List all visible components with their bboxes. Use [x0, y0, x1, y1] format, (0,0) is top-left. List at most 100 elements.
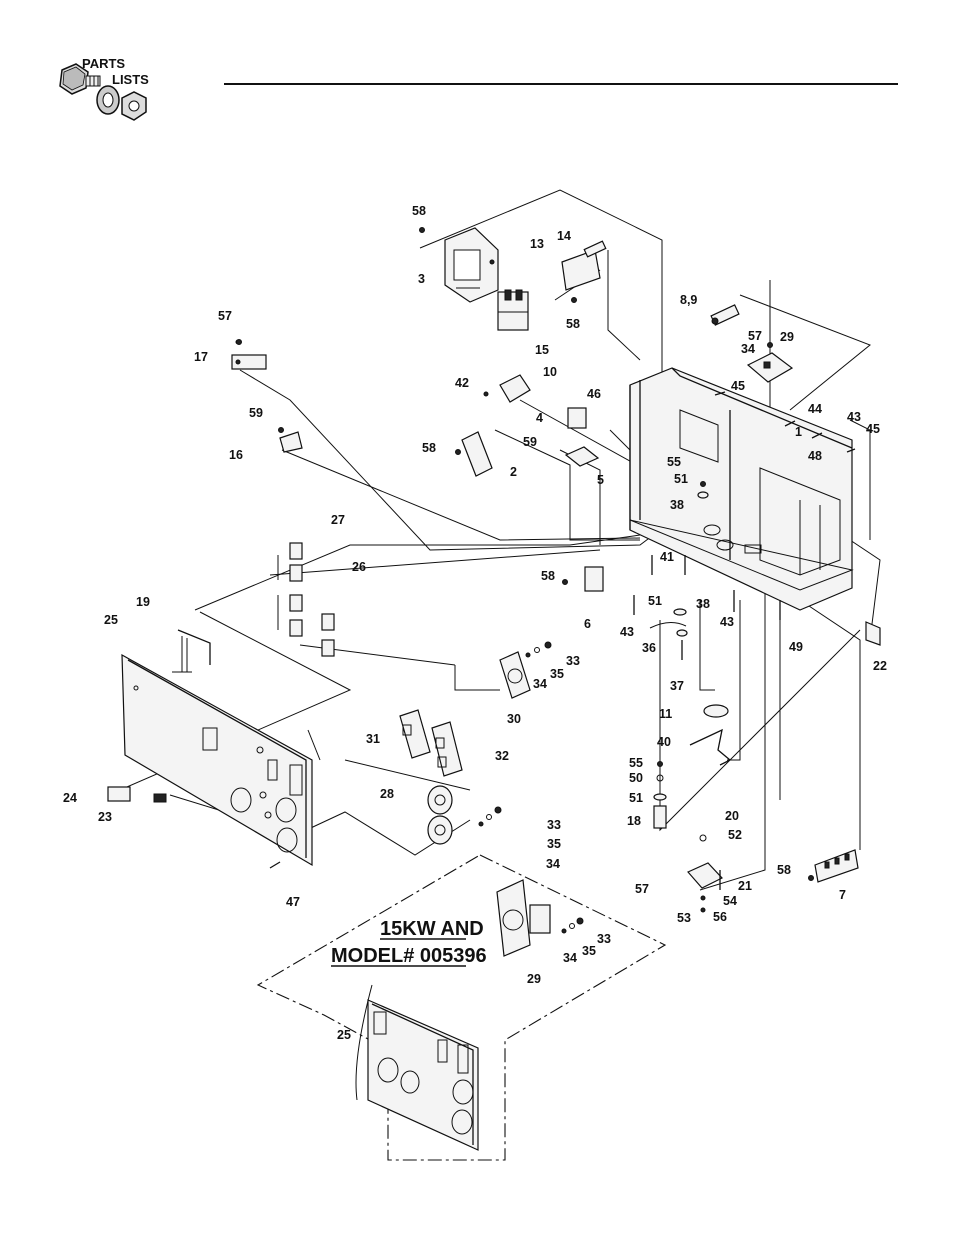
label-51b: 51	[648, 594, 662, 608]
label-40: 40	[657, 735, 671, 749]
part-2	[462, 432, 492, 476]
label-57b: 57	[218, 309, 232, 323]
label-26: 26	[352, 560, 366, 574]
label-4: 4	[536, 411, 543, 425]
label-47: 47	[286, 895, 300, 909]
nut-33-callout	[577, 918, 583, 924]
label-28: 28	[380, 787, 394, 801]
washer-34-callout	[562, 929, 566, 933]
label-29a: 29	[780, 330, 794, 344]
small-plate-part	[748, 353, 792, 382]
label-35a: 35	[550, 667, 564, 681]
label-59b: 59	[523, 435, 537, 449]
part-4	[568, 408, 586, 428]
front-panel-callout	[356, 985, 478, 1150]
label-16: 16	[229, 448, 243, 462]
label-14: 14	[557, 229, 571, 243]
label-33a: 33	[566, 654, 580, 668]
part-6	[585, 567, 603, 591]
label-51a: 51	[674, 472, 688, 486]
label-10: 10	[543, 365, 557, 379]
label-31: 31	[366, 732, 380, 746]
label-3: 3	[418, 272, 425, 286]
label-43a: 43	[847, 410, 861, 424]
terminal-blocks	[278, 543, 334, 656]
part-labels: 58 3 13 14 15 58 8,9 57 29 34 57 17 42 1…	[63, 204, 887, 1042]
wire-40	[690, 730, 730, 765]
label-46: 46	[587, 387, 601, 401]
label-50: 50	[629, 771, 643, 785]
terminal-strip-7	[815, 850, 858, 882]
part-17	[232, 340, 266, 369]
label-23: 23	[98, 810, 112, 824]
washer-35-callout	[570, 924, 575, 929]
label-45a: 45	[731, 379, 745, 393]
label-49: 49	[789, 640, 803, 654]
breaker-part	[498, 290, 528, 330]
label-55a: 55	[667, 455, 681, 469]
label-59a: 59	[249, 406, 263, 420]
bracket-part	[562, 241, 606, 290]
label-48: 48	[808, 449, 822, 463]
label-34b: 34	[533, 677, 547, 691]
label-6: 6	[584, 617, 591, 631]
callout-line-2: MODEL# 005396	[331, 945, 487, 967]
label-57a: 57	[748, 329, 762, 343]
label-51c: 51	[629, 791, 643, 805]
label-43b: 43	[620, 625, 634, 639]
label-33c: 33	[597, 932, 611, 946]
receptacles-31-32	[400, 710, 462, 776]
label-5: 5	[597, 473, 604, 487]
label-58c: 58	[422, 441, 436, 455]
label-42: 42	[455, 376, 469, 390]
label-18: 18	[627, 814, 641, 828]
fuse-holder-part	[711, 305, 739, 325]
label-58e: 58	[777, 863, 791, 877]
label-1: 1	[795, 425, 802, 439]
label-58b: 58	[566, 317, 580, 331]
label-34d: 34	[563, 951, 577, 965]
label-38b: 38	[696, 597, 710, 611]
label-53: 53	[677, 911, 691, 925]
label-41: 41	[660, 550, 674, 564]
label-35b: 35	[547, 837, 561, 851]
label-17: 17	[194, 350, 208, 364]
label-20: 20	[725, 809, 739, 823]
label-52: 52	[728, 828, 742, 842]
label-13: 13	[530, 237, 544, 251]
label-24: 24	[63, 791, 77, 805]
label-45b: 45	[866, 422, 880, 436]
label-44: 44	[808, 402, 822, 416]
label-22: 22	[873, 659, 887, 673]
label-32: 32	[495, 749, 509, 763]
label-43c: 43	[720, 615, 734, 629]
label-2: 2	[510, 465, 517, 479]
part-16	[280, 432, 302, 452]
bracket-19	[172, 630, 210, 672]
label-30: 30	[507, 712, 521, 726]
label-11: 11	[659, 707, 672, 721]
receptacles-28	[428, 786, 452, 844]
label-29b: 29	[527, 972, 541, 986]
receptacle-29	[497, 880, 550, 956]
relay-part	[484, 375, 530, 402]
part-23	[154, 794, 166, 802]
label-19: 19	[136, 595, 150, 609]
label-21: 21	[738, 879, 752, 893]
label-57c: 57	[635, 882, 649, 896]
label-34a: 34	[741, 342, 755, 356]
label-37: 37	[670, 679, 684, 693]
callout-line-1: 15KW AND	[380, 918, 484, 940]
label-15: 15	[535, 343, 549, 357]
label-58d: 58	[541, 569, 555, 583]
label-25b: 25	[337, 1028, 351, 1042]
receptacle-30	[500, 652, 530, 698]
label-58: 58	[412, 204, 426, 218]
front-panel-part	[122, 655, 312, 865]
part-24	[108, 787, 130, 801]
label-27: 27	[331, 513, 345, 527]
label-25a: 25	[104, 613, 118, 627]
part-22	[866, 622, 880, 645]
part-5	[566, 447, 598, 466]
